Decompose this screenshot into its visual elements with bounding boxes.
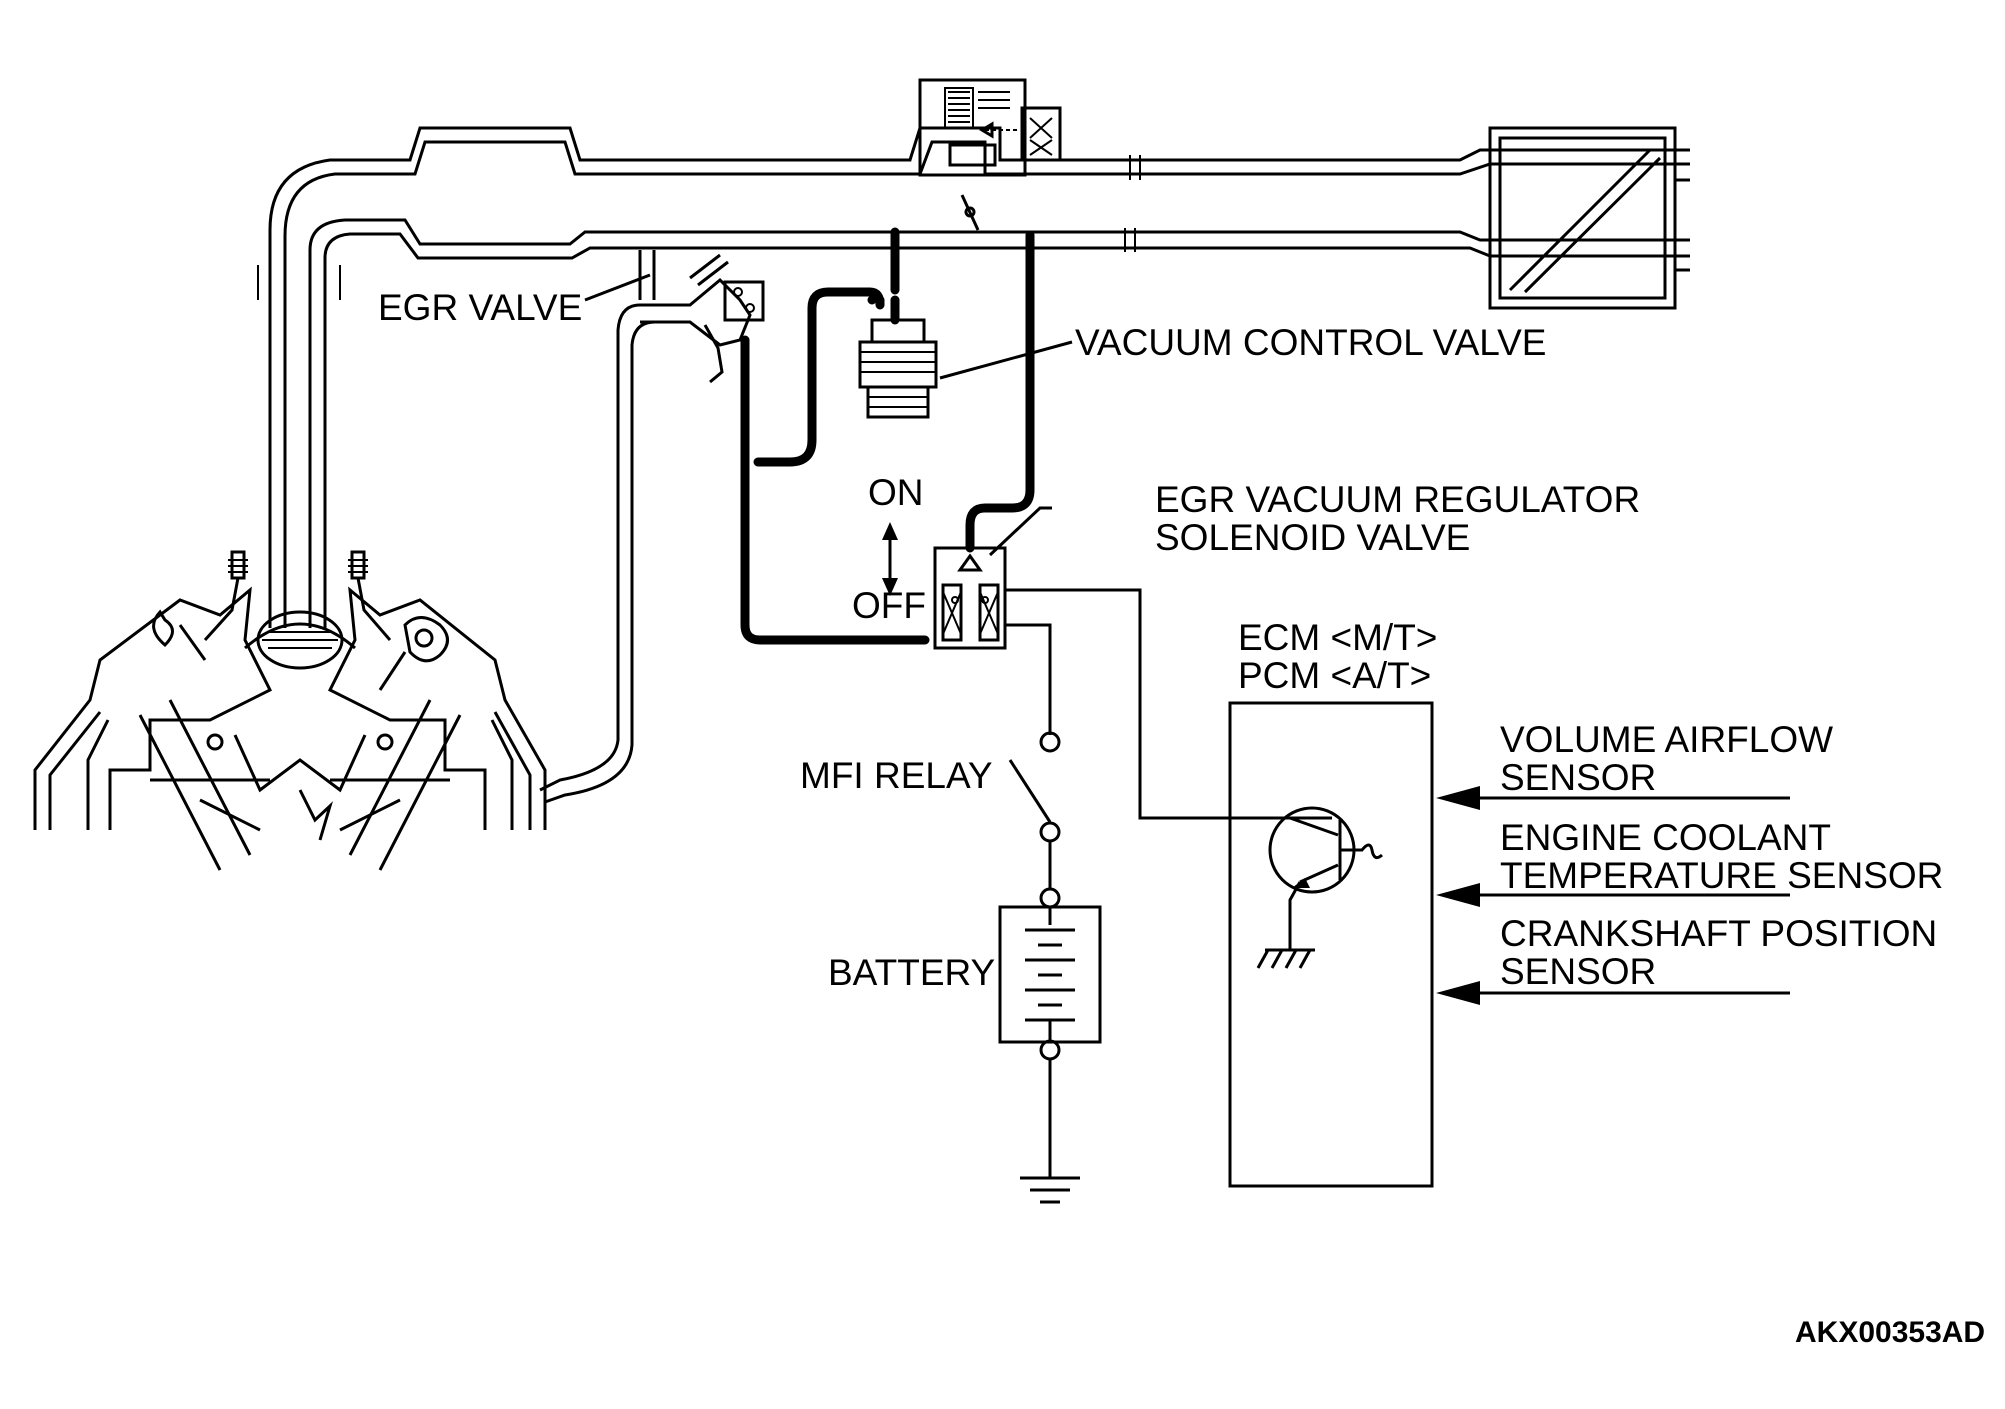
engine-block: [33, 550, 547, 871]
battery-label: BATTERY: [828, 952, 995, 993]
ecm-label: ECM <M/T>: [1238, 617, 1437, 658]
pcm-label: PCM <A/T>: [1238, 655, 1431, 696]
egr-valve-label: EGR VALVE: [378, 287, 582, 328]
egr-vacuum-regulator-solenoid: [933, 546, 1240, 820]
volume-airflow-label-line1: VOLUME AIRFLOW: [1500, 719, 1833, 760]
egr-solenoid-label-line2: SOLENOID VALVE: [1155, 517, 1470, 558]
egr-valve: [539, 250, 765, 804]
sensor-input-lines: [1436, 786, 1790, 1005]
throttle-body: [918, 78, 1062, 231]
egr-solenoid-label-line1: EGR VACUUM REGULATOR: [1155, 479, 1640, 520]
coolant-label-line1: ENGINE COOLANT: [1500, 817, 1831, 858]
on-label: ON: [868, 472, 924, 513]
vacuum-control-valve-label: VACUUM CONTROL VALVE: [1075, 322, 1546, 363]
coolant-label-line2: TEMPERATURE SENSOR: [1500, 855, 1943, 896]
intake-manifold: [257, 126, 1690, 628]
vacuum-control-valve: [858, 295, 938, 419]
volume-airflow-label-line2: SENSOR: [1500, 757, 1656, 798]
vacuum-hoses: [740, 227, 1035, 645]
crankshaft-label-line2: SENSOR: [1500, 951, 1656, 992]
mfi-relay: [1005, 623, 1061, 890]
on-off-arrow: [882, 522, 898, 596]
crankshaft-label-line1: CRANKSHAFT POSITION: [1500, 913, 1937, 954]
figure-code: AKX00353AD: [1795, 1316, 1985, 1349]
ecm-pcm-unit: [1228, 701, 1434, 1188]
off-label: OFF: [852, 585, 926, 626]
leader-lines: [584, 273, 1073, 557]
mfi-relay-label: MFI RELAY: [800, 755, 993, 796]
battery: [998, 887, 1102, 1204]
